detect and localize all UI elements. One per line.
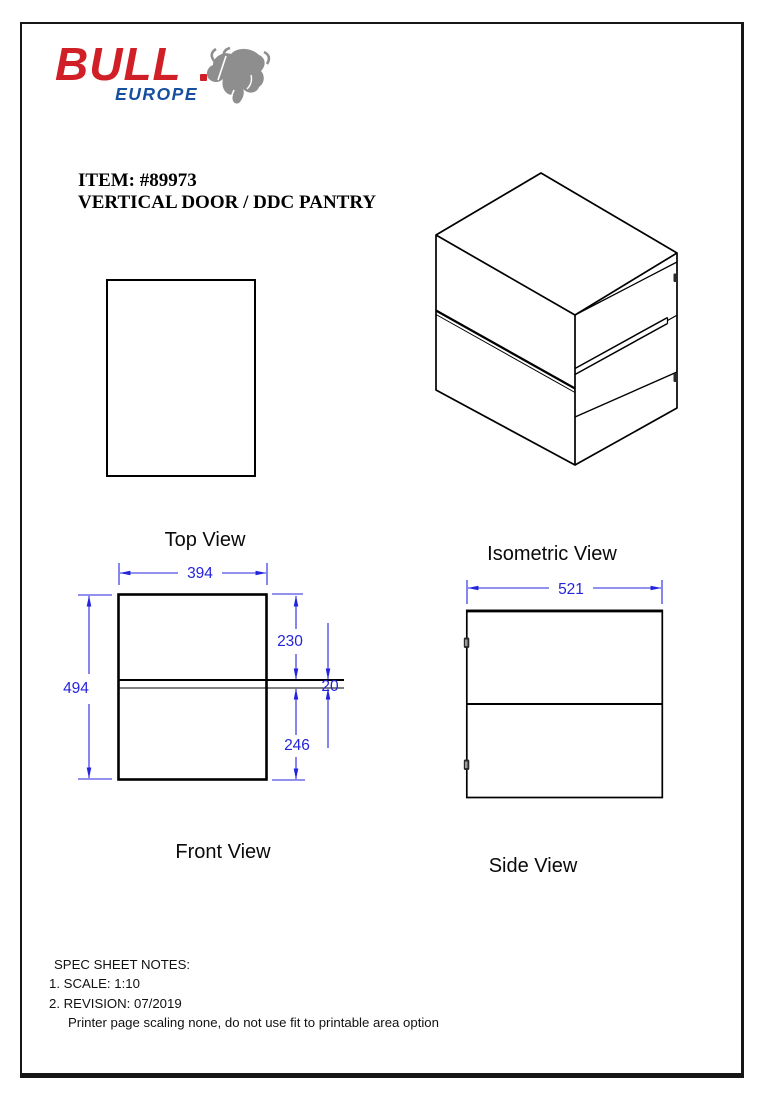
item-name: VERTICAL DOOR / DDC PANTRY: [78, 192, 377, 213]
front-dim-bottom-section: 246: [284, 737, 310, 754]
side-dim-width: 521: [558, 581, 584, 598]
item-header: ITEM: #89973 VERTICAL DOOR / DDC PANTRY: [78, 170, 376, 214]
bull-europe-logo: BULL EUROPE: [55, 38, 207, 104]
top-view-drawing: [106, 279, 256, 477]
notes-printer: Printer page scaling none, do not use fi…: [68, 1015, 439, 1031]
front-view-drawing: 394 494 230 20 246: [63, 563, 344, 781]
side-view-hinges: [463, 637, 470, 770]
side-view-drawing: 521: [463, 580, 664, 799]
notes-title: SPEC SHEET NOTES:: [54, 957, 191, 972]
notes-scale: 1. SCALE: 1:10: [49, 976, 140, 992]
front-view-dimension-lines: [86, 570, 331, 780]
notes-revision: 2. REVISION: 07/2019: [49, 995, 182, 1011]
item-number: ITEM: #89973: [78, 170, 197, 191]
bull-horn-left: [210, 47, 217, 63]
front-dim-height: 494: [63, 680, 89, 697]
isometric-door-split: [435, 309, 576, 393]
isometric-hinges: [673, 273, 678, 382]
registered-mark: [200, 74, 207, 81]
front-dim-top-section: 230: [277, 633, 303, 650]
front-view-extension-lines: [78, 563, 305, 781]
side-view-extension-lines: [466, 580, 663, 604]
isometric-outer-edges: [435, 172, 678, 466]
page-border-frame: [20, 22, 744, 1078]
bull-icon: [206, 46, 271, 104]
bull-detail-line: [217, 55, 227, 81]
spec-sheet-notes: SPEC SHEET NOTES: 1. SCALE: 1:10 2. REVI…: [49, 955, 439, 1033]
bull-tail: [263, 50, 271, 65]
front-view-geometry: [117, 593, 344, 781]
front-dim-width: 394: [187, 565, 213, 582]
logo-sub-text: EUROPE: [115, 84, 198, 104]
isometric-view-drawing: [435, 172, 678, 466]
bull-body: [206, 48, 265, 104]
isometric-interior-lines: [574, 261, 678, 418]
front-dim-gap: 20: [321, 678, 339, 695]
bull-flank-line: [246, 74, 253, 90]
top-view-label: Top View: [164, 529, 246, 551]
side-view-label: Side View: [488, 855, 578, 877]
bull-leg-line: [228, 89, 235, 103]
logo-brand-text: BULL: [55, 38, 182, 90]
side-view-geometry: [465, 609, 664, 799]
front-view-label: Front View: [175, 841, 271, 863]
isometric-view-label: Isometric View: [487, 543, 617, 565]
